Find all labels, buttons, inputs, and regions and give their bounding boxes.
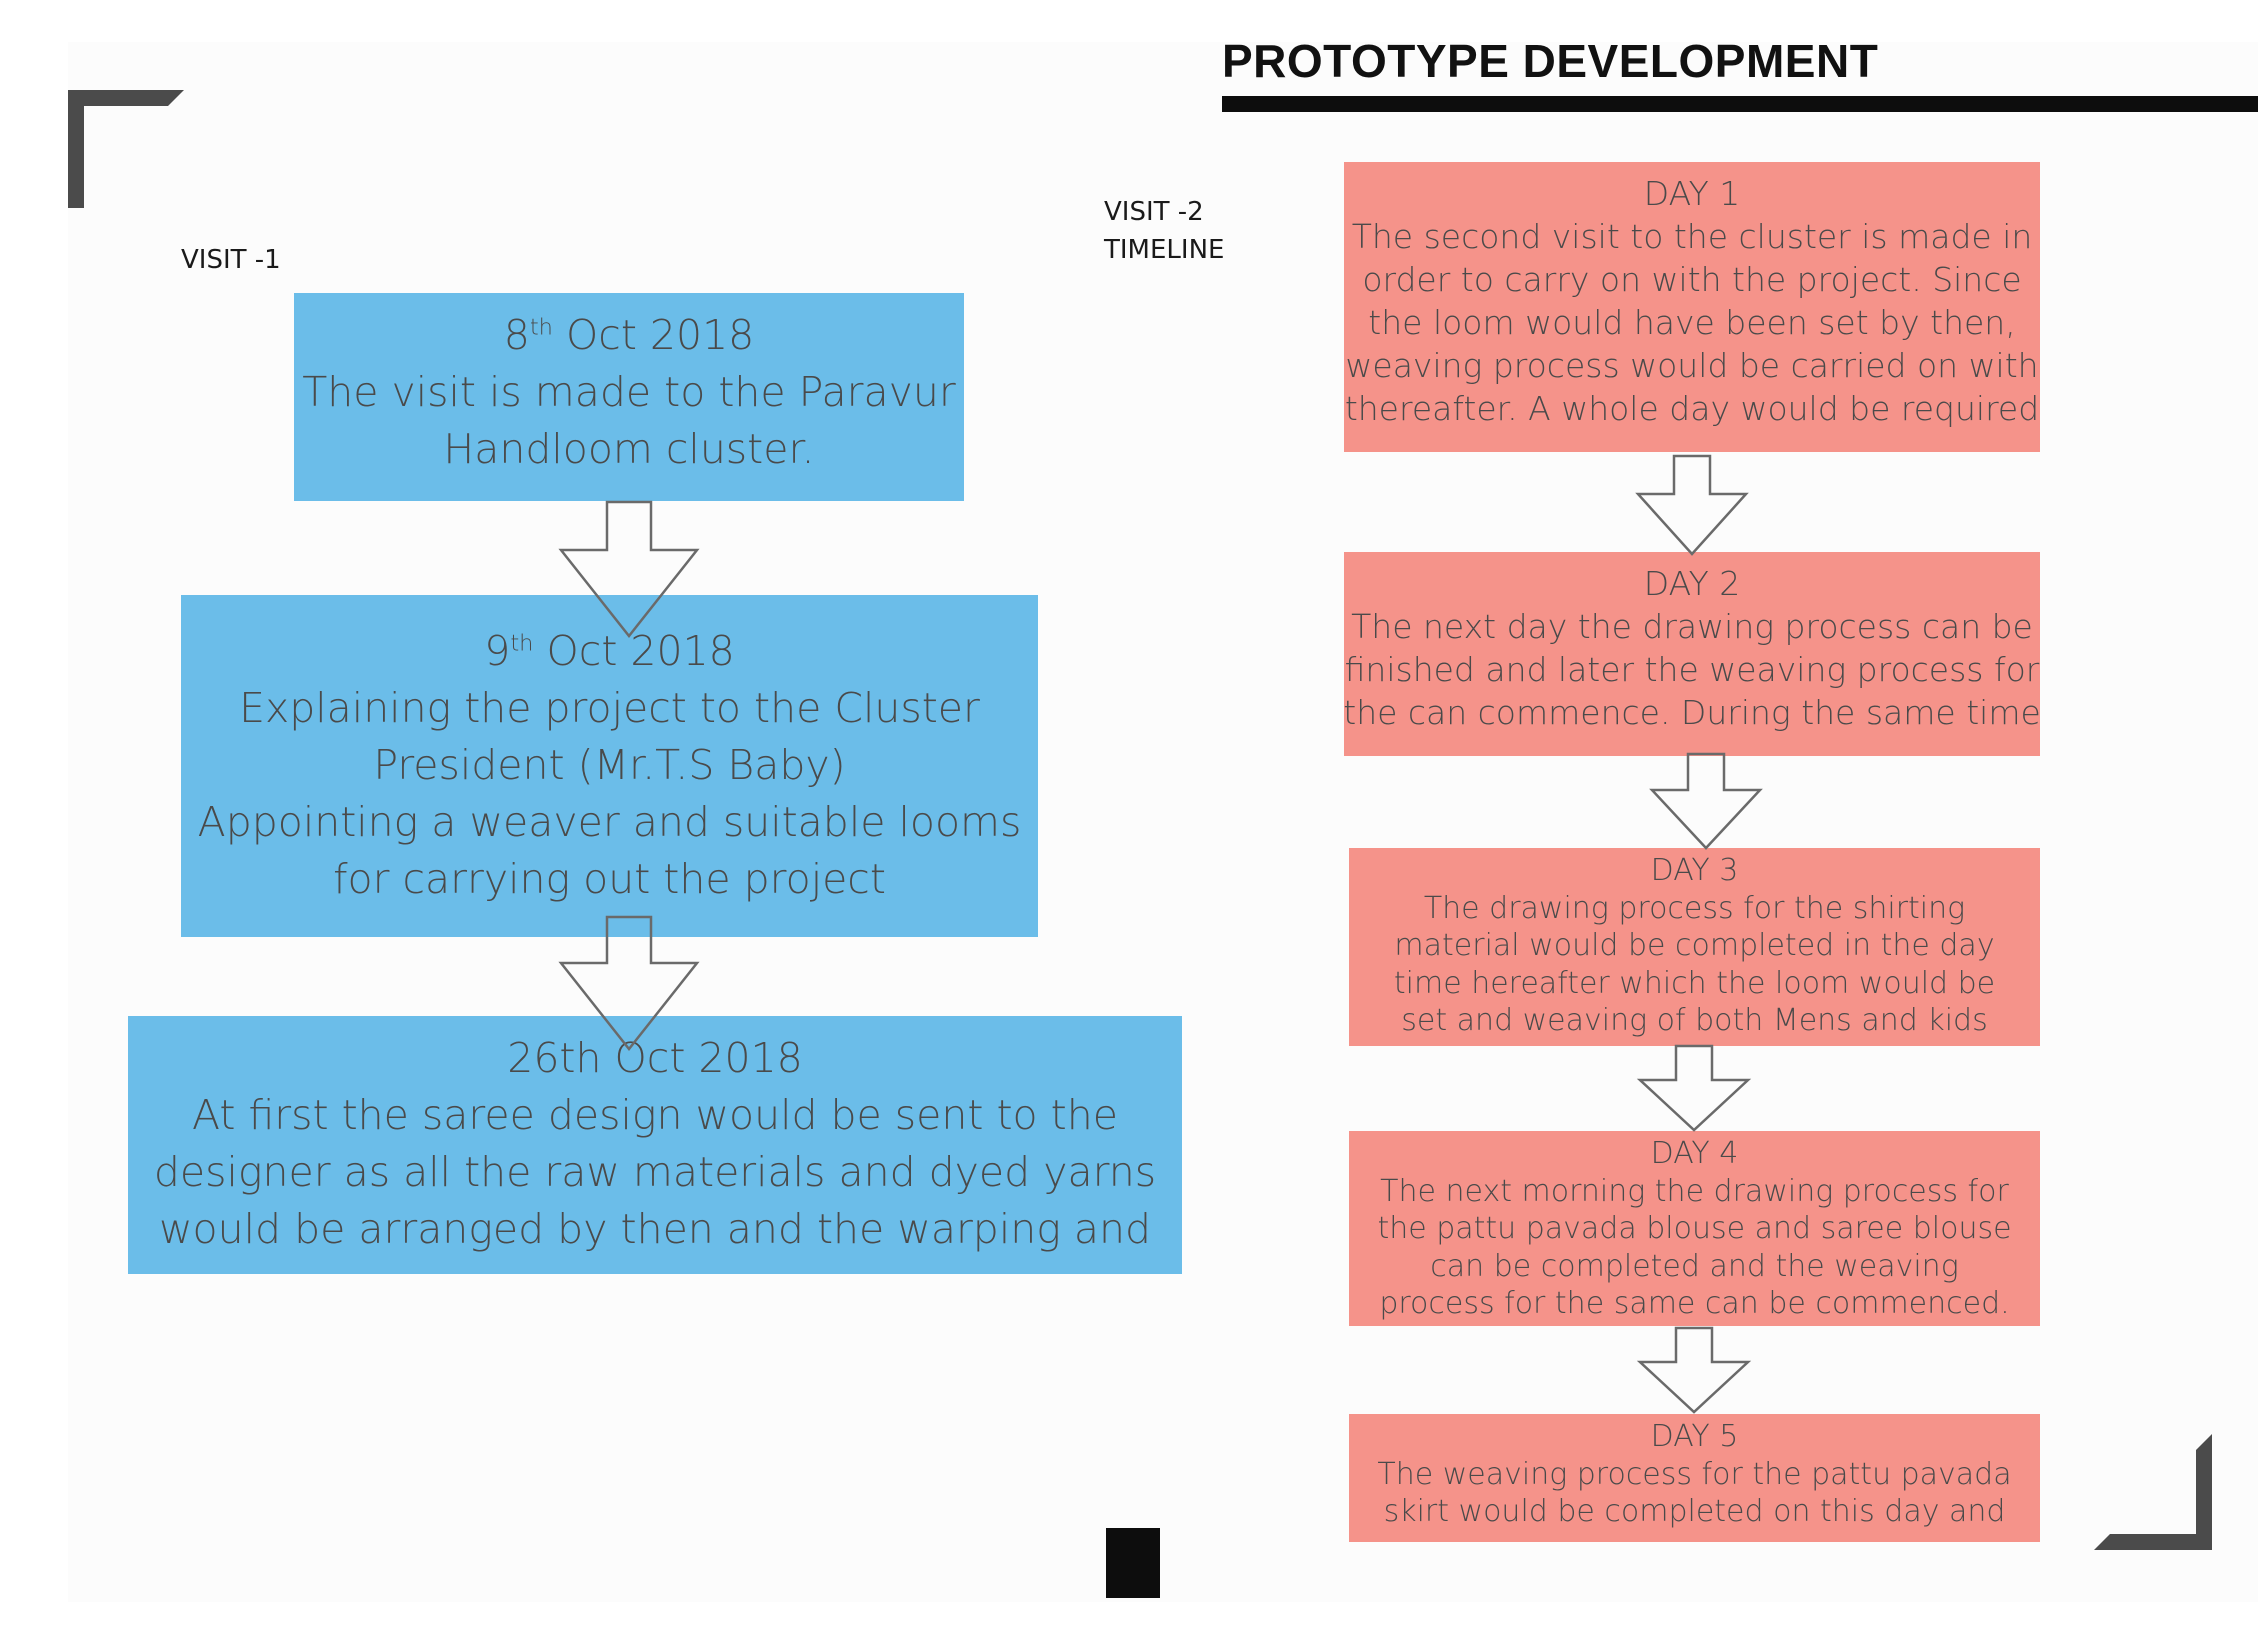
day-5-text: skirt would be completed on this day and — [1383, 1494, 2006, 1529]
day-1-text: The second visit to the cluster is made … — [1351, 217, 2033, 256]
day-4-box: DAY 4 The next morning the drawing proce… — [1349, 1131, 2040, 1326]
day-2-text: The next day the drawing process can be — [1351, 607, 2033, 646]
day-1-text: weaving process would be carried on with — [1345, 346, 2039, 385]
step-3-text: designer as all the raw materials and dy… — [153, 1148, 1157, 1196]
step-1-date: 8th Oct 2018 — [503, 311, 755, 359]
step-3-date: 26th Oct 2018 — [507, 1034, 803, 1082]
step-1-text: The visit is made to the Paravur — [302, 368, 956, 416]
visit-1-step-3-box: 26th Oct 2018 At first the saree design … — [128, 1016, 1182, 1274]
step-3-text: At first the saree design would be sent … — [192, 1091, 1118, 1139]
day-4-text: process for the same can be commenced. — [1379, 1286, 2010, 1321]
visit-2-label-line2: TIMELINE — [1104, 235, 1225, 265]
day-4-text: The next morning the drawing process for — [1380, 1173, 2009, 1209]
step-2-text: Appointing a weaver and suitable looms — [197, 798, 1022, 846]
day-3-text: material would be completed in the day — [1394, 928, 1995, 963]
visit-2-label: VISIT -2 TIMELINE — [1104, 193, 1224, 269]
day-5-box: DAY 5 The weaving process for the pattu … — [1349, 1414, 2040, 1542]
page-title: PROTOTYPE DEVELOPMENT — [1222, 35, 1879, 87]
step-2-date: 9th Oct 2018 — [484, 627, 735, 675]
visit-1-step-2-box: 9th Oct 2018 Explaining the project to t… — [181, 595, 1038, 937]
day-1-text: order to carry on with the project. Sinc… — [1362, 260, 2022, 299]
day-1-text: thereafter. A whole day would be require… — [1344, 389, 2040, 428]
step-1-text: Handloom cluster. — [443, 425, 815, 473]
day-1-box: DAY 1 The second visit to the cluster is… — [1344, 162, 2040, 452]
day-3-text: set and weaving of both Mens and kids — [1401, 1003, 1988, 1038]
visit-2-label-line1: VISIT -2 — [1104, 197, 1204, 227]
day-2-text: the can commence. During the same time — [1344, 693, 2040, 732]
day-5-heading: DAY 5 — [1650, 1419, 1739, 1454]
day-1-heading: DAY 1 — [1643, 174, 1741, 213]
bottom-right-corner-mark — [2094, 1434, 2212, 1550]
day-5-text: The weaving process for the pattu pavada — [1377, 1456, 2012, 1492]
step-2-text: Explaining the project to the Cluster — [239, 684, 980, 732]
day-3-text: time hereafter which the loom would be — [1393, 965, 1996, 1001]
top-left-corner-mark — [68, 90, 184, 208]
day-3-box: DAY 3 The drawing process for the shirti… — [1349, 848, 2040, 1046]
day-1-text: the loom would have been set by then, — [1368, 303, 2016, 342]
day-4-text: can be completed and the weaving — [1430, 1248, 1959, 1284]
day-4-text: the pattu pavada blouse and saree blouse — [1377, 1211, 2012, 1246]
title-rule — [1222, 96, 2258, 112]
visit-1-step-1-box: 8th Oct 2018 The visit is made to the Pa… — [294, 293, 964, 501]
day-4-heading: DAY 4 — [1650, 1136, 1739, 1171]
visit-1-label: VISIT -1 — [181, 245, 281, 275]
step-2-text: President (Mr.T.S Baby) — [373, 741, 846, 789]
day-2-text: finished and later the weaving process f… — [1344, 650, 2040, 689]
day-3-heading: DAY 3 — [1650, 853, 1739, 888]
day-2-heading: DAY 2 — [1643, 564, 1741, 603]
step-2-text: for carrying out the project — [333, 855, 886, 903]
step-3-text: would be arranged by then and the warpin… — [159, 1205, 1151, 1253]
page-footer-block — [1106, 1528, 1160, 1598]
day-3-text: The drawing process for the shirting — [1423, 890, 1966, 926]
day-2-box: DAY 2 The next day the drawing process c… — [1344, 552, 2040, 756]
